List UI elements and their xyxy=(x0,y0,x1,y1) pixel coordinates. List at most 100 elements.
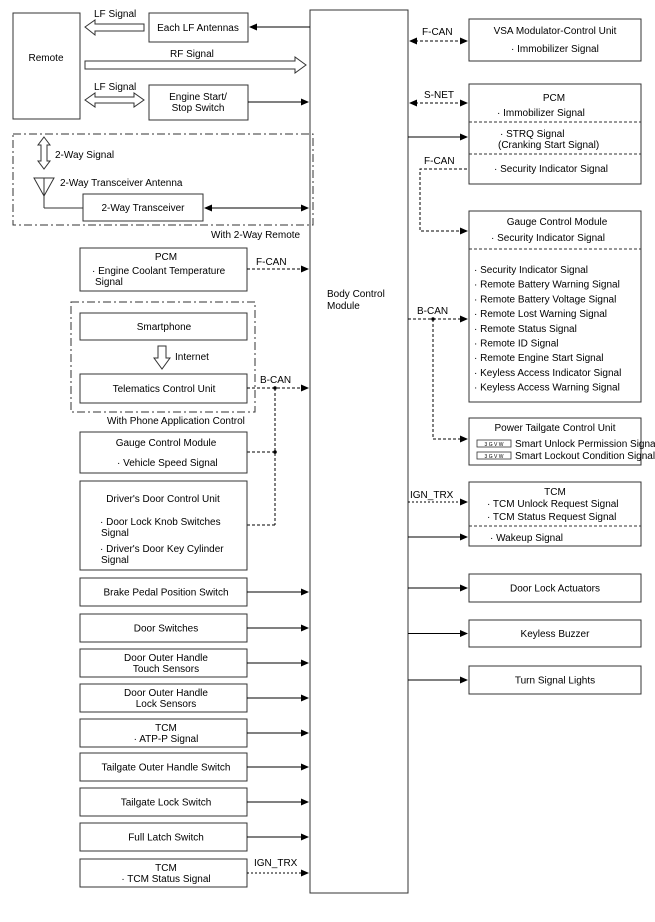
lf-signal-arrow-top xyxy=(84,19,145,37)
phone-app-region xyxy=(70,301,256,413)
pcm-left-line-2: · Engine Coolant Temperature xyxy=(92,266,226,277)
two-way-antenna-label: 2-Way Transceiver Antenna xyxy=(60,178,183,189)
door-outer-handle-lock-sensors-label-1: Door Outer Handle xyxy=(124,688,208,699)
door-switches-label-1: Door Switches xyxy=(134,624,198,635)
pcm-left-line-3: Signal xyxy=(95,277,123,288)
power-tailgate-chip-2: 3 G V W xyxy=(485,454,504,460)
door-lock-actuators-label: Door Lock Actuators xyxy=(510,584,600,595)
power-tailgate-chip-1: 3 G V W xyxy=(485,442,504,448)
with-phone-app-label: With Phone Application Control xyxy=(107,416,245,427)
tcm-right-wakeup: · Wakeup Signal xyxy=(490,533,563,544)
two-way-signal-label: 2-Way Signal xyxy=(55,150,114,161)
pcm-left-title: PCM xyxy=(155,252,177,263)
gauge-right-security-top: · Security Indicator Signal xyxy=(491,233,605,244)
lf-antennas-label: Each LF Antennas xyxy=(157,23,239,34)
fcan-pcm-to-gauge-line xyxy=(419,168,468,235)
fcan-pcm-label: F-CAN xyxy=(424,156,455,167)
gauge-signal-5: · Remote Status Signal xyxy=(474,324,577,335)
snet-label: S-NET xyxy=(424,90,454,101)
gauge-signal-4: · Remote Lost Warning Signal xyxy=(474,309,607,320)
drivers-door-line-4: · Driver's Door Key Cylinder xyxy=(100,544,224,555)
lf-signal-arrow-bottom xyxy=(84,92,145,108)
tcm-right-title: TCM xyxy=(544,487,566,498)
rf-signal-label: RF Signal xyxy=(170,49,214,60)
door-outer-handle-touch-sensors-label-2: Touch Sensors xyxy=(133,664,199,675)
door-outer-handle-lock-sensors-label-2: Lock Sensors xyxy=(136,699,197,710)
door-lock-actuators-block: Door Lock Actuators xyxy=(468,573,642,603)
drivers-door-line-5: Signal xyxy=(101,555,129,566)
with-two-way-remote-label: With 2-Way Remote xyxy=(211,230,301,241)
bcan-right-label: B-CAN xyxy=(417,306,448,317)
gauge-signal-1: · Security Indicator Signal xyxy=(474,265,588,276)
full-latch-switch-block: Full Latch Switch xyxy=(79,822,248,852)
bcan-left-label: B-CAN xyxy=(260,375,291,386)
gauge-right-title: Gauge Control Module xyxy=(507,217,608,228)
pcm-right-block: PCM · Immobilizer Signal · STRQ Signal (… xyxy=(468,83,642,185)
tailgate-outer-handle-switch-block: Tailgate Outer Handle Switch xyxy=(79,752,248,782)
gauge-signal-8: · Keyless Access Indicator Signal xyxy=(474,368,621,379)
pcm-right-security: · Security Indicator Signal xyxy=(494,164,608,175)
power-tailgate-item-2: Smart Lockout Condition Signal xyxy=(515,451,655,462)
two-way-transceiver-block: 2-Way Transceiver xyxy=(82,193,204,222)
bcan-right-bus xyxy=(408,315,468,443)
gauge-right-block: Gauge Control Module · Security Indicato… xyxy=(468,210,642,403)
lf-signal-bottom-label: LF Signal xyxy=(94,82,136,93)
gauge-left-title: Gauge Control Module xyxy=(116,438,217,449)
smartphone-label: Smartphone xyxy=(137,322,192,333)
ign-trx-right-label: IGN_TRX xyxy=(410,490,454,501)
fcan-vsa-label: F-CAN xyxy=(422,27,453,38)
gauge-signal-6: · Remote ID Signal xyxy=(474,339,558,350)
tcm-status-block: TCM· TCM Status Signal xyxy=(79,858,248,888)
vsa-block: VSA Modulator-Control Unit · Immobilizer… xyxy=(468,18,642,62)
brake-pedal-position-switch-block: Brake Pedal Position Switch xyxy=(79,577,248,607)
brake-pedal-position-switch-label-1: Brake Pedal Position Switch xyxy=(103,588,228,599)
telematics-control-unit-block: Telematics Control Unit xyxy=(79,373,248,404)
tcm-right-status: · TCM Status Request Signal xyxy=(487,512,616,523)
gauge-signal-3: · Remote Battery Voltage Signal xyxy=(474,294,616,305)
engine-start-line-1: Engine Start/ xyxy=(169,92,227,103)
engine-start-switch-block: Engine Start/Stop Switch xyxy=(148,84,249,121)
vsa-title: VSA Modulator-Control Unit xyxy=(494,26,617,37)
drivers-door-title: Driver's Door Control Unit xyxy=(106,494,220,505)
tailgate-lock-switch-block: Tailgate Lock Switch xyxy=(79,787,248,817)
turn-signal-lights-label: Turn Signal Lights xyxy=(515,676,595,687)
tcm-status-label-1: TCM xyxy=(155,863,177,874)
full-latch-switch-label-1: Full Latch Switch xyxy=(128,833,204,844)
engine-start-line-2: Stop Switch xyxy=(172,103,225,114)
bcan-left-bus xyxy=(247,384,309,526)
gauge-signal-2: · Remote Battery Warning Signal xyxy=(474,280,620,291)
tcm-right-block: TCM · TCM Unlock Request Signal · TCM St… xyxy=(468,481,642,547)
vsa-line-2: · Immobilizer Signal xyxy=(511,44,599,55)
bcm-line-2: Module xyxy=(327,301,360,312)
smartphone-block: Smartphone xyxy=(79,312,248,341)
power-tailgate-item-1: Smart Unlock Permission Signal xyxy=(515,439,655,450)
remote-label: Remote xyxy=(28,53,63,64)
internet-label: Internet xyxy=(175,352,209,363)
power-tailgate-title: Power Tailgate Control Unit xyxy=(495,423,616,434)
gauge-left-line-2: · Vehicle Speed Signal xyxy=(117,458,218,469)
rf-signal-arrow xyxy=(84,56,307,74)
tcm-atp-p-block: TCM· ATP-P Signal xyxy=(79,718,248,748)
tailgate-outer-handle-switch-label-1: Tailgate Outer Handle Switch xyxy=(102,763,231,774)
door-switches-block: Door Switches xyxy=(79,613,248,643)
tcm-right-unlock: · TCM Unlock Request Signal xyxy=(487,499,619,510)
two-way-remote-region xyxy=(12,133,314,226)
pcm-right-cranking: (Cranking Start Signal) xyxy=(498,140,599,151)
tcu-label: Telematics Control Unit xyxy=(113,384,216,395)
lf-signal-top-label: LF Signal xyxy=(94,9,136,20)
gauge-right-signal-list: · Security Indicator Signal · Remote Batt… xyxy=(474,265,621,394)
keyless-buzzer-block: Keyless Buzzer xyxy=(468,619,642,648)
bcm-line-1: Body Control xyxy=(327,289,385,300)
two-way-transceiver-label: 2-Way Transceiver xyxy=(102,203,186,214)
door-outer-handle-touch-sensors-label-1: Door Outer Handle xyxy=(124,653,208,664)
ign-trx-left-label: IGN_TRX xyxy=(254,858,298,869)
drivers-door-line-2: · Door Lock Knob Switches xyxy=(100,517,221,528)
internet-arrow xyxy=(153,345,171,370)
fcan-left-label: F-CAN xyxy=(256,257,287,268)
